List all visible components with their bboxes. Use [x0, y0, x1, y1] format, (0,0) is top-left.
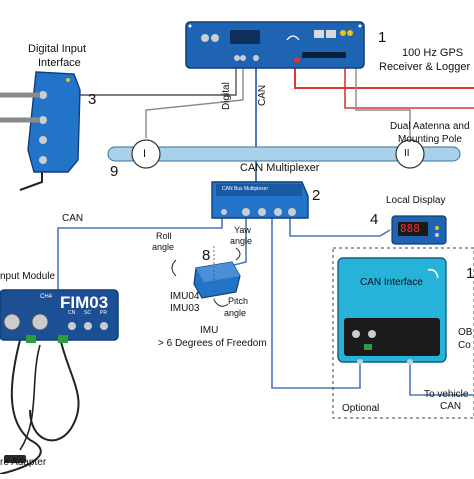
label-obd-line2: Co	[458, 340, 471, 351]
label-optional: Optional	[342, 403, 380, 414]
label-obd-line1: OB	[458, 327, 473, 338]
can-multiplexer-device	[211, 181, 309, 219]
antenna-pole	[107, 139, 461, 169]
antenna-right-label: II	[404, 148, 410, 159]
label-can-vertical: CAN	[257, 84, 268, 106]
label-fim03: FIM03	[60, 293, 109, 312]
red-cable-2	[344, 55, 474, 109]
label-interface: Interface	[38, 57, 81, 69]
label-number-9: 9	[110, 163, 119, 180]
label-can-interface: CAN Interface	[360, 277, 423, 288]
label-imu04: IMU04	[170, 291, 200, 302]
label-roll: Roll	[156, 231, 172, 241]
fim03-input-module	[0, 289, 119, 343]
label-antenna-line2: Mounting Pole	[398, 134, 462, 145]
label-can-left: CAN	[62, 213, 84, 224]
digital-input-interface	[0, 71, 81, 173]
label-pr: PR	[100, 310, 107, 316]
sensor-cable-3	[19, 344, 41, 451]
label-roll-angle: angle	[152, 242, 175, 252]
red-cable-1	[294, 60, 474, 89]
optional-dashed-box	[332, 247, 474, 419]
label-adapter: re Adapter	[0, 457, 47, 468]
label-digital-input: Digital Input	[28, 43, 87, 55]
can-cable-mux-fim	[57, 213, 223, 290]
label-number-8: 8	[202, 247, 211, 264]
label-sc: SC	[84, 310, 91, 316]
can-cable-vehicle	[409, 362, 474, 396]
label-imu: IMU	[200, 325, 219, 336]
pitch-arrow-icon	[213, 299, 229, 307]
can-interface-device	[337, 257, 447, 365]
antenna-cable-right	[355, 55, 411, 138]
display-readout: 888	[400, 222, 420, 235]
label-yaw: Yaw	[234, 225, 251, 235]
label-pitch: Pitch	[228, 296, 249, 306]
label-ch4: CH4	[40, 294, 53, 300]
adapter-box	[4, 455, 26, 463]
label-antenna-line1: Dual Aatenna and	[390, 121, 470, 132]
label-receiver-logger: Receiver & Logger	[379, 61, 471, 73]
antenna-cable-left	[145, 58, 244, 138]
label-number-3: 3	[88, 91, 97, 108]
label-local-display: Local Display	[386, 195, 446, 206]
label-number-4: 4	[370, 211, 379, 228]
label-can-multiplexer: CAN Multiplexer	[240, 162, 320, 174]
local-display-device	[391, 215, 447, 245]
label-cn: CN	[68, 310, 76, 316]
label-yaw-angle: angle	[230, 236, 253, 246]
yaw-arrow-icon	[235, 247, 241, 261]
label-input-module: nput Module	[0, 271, 56, 282]
label-imu03: IMU03	[170, 303, 200, 314]
multiplexer-device-text: CAN Bus Multiplexer	[222, 186, 269, 192]
label-to-vehicle-can: CAN	[440, 401, 462, 412]
imu-device	[171, 246, 241, 307]
can-cable-mux-imu	[229, 218, 247, 267]
antenna-left-label: I	[143, 148, 147, 160]
sensor-cable-2	[29, 337, 80, 442]
label-digital: Digital	[221, 82, 232, 110]
label-gps: 100 Hz GPS	[402, 47, 464, 59]
label-number-1: 1	[378, 29, 387, 46]
label-pitch-angle: angle	[224, 308, 247, 318]
gps-receiver	[185, 21, 365, 69]
label-to-vehicle: To vehicle	[424, 389, 469, 400]
logo-swoosh-icon	[427, 268, 439, 279]
roll-arrow-icon	[171, 259, 177, 277]
can-cable-mux-interface	[271, 218, 361, 389]
can-cable-mux-display	[289, 218, 391, 237]
label-number-right: 1	[466, 265, 474, 282]
sensor-cable-1	[0, 339, 42, 475]
label-number-2: 2	[312, 187, 321, 204]
label-dof: > 6 Degrees of Freedom	[158, 338, 267, 349]
digital-interface-cable	[19, 172, 43, 191]
